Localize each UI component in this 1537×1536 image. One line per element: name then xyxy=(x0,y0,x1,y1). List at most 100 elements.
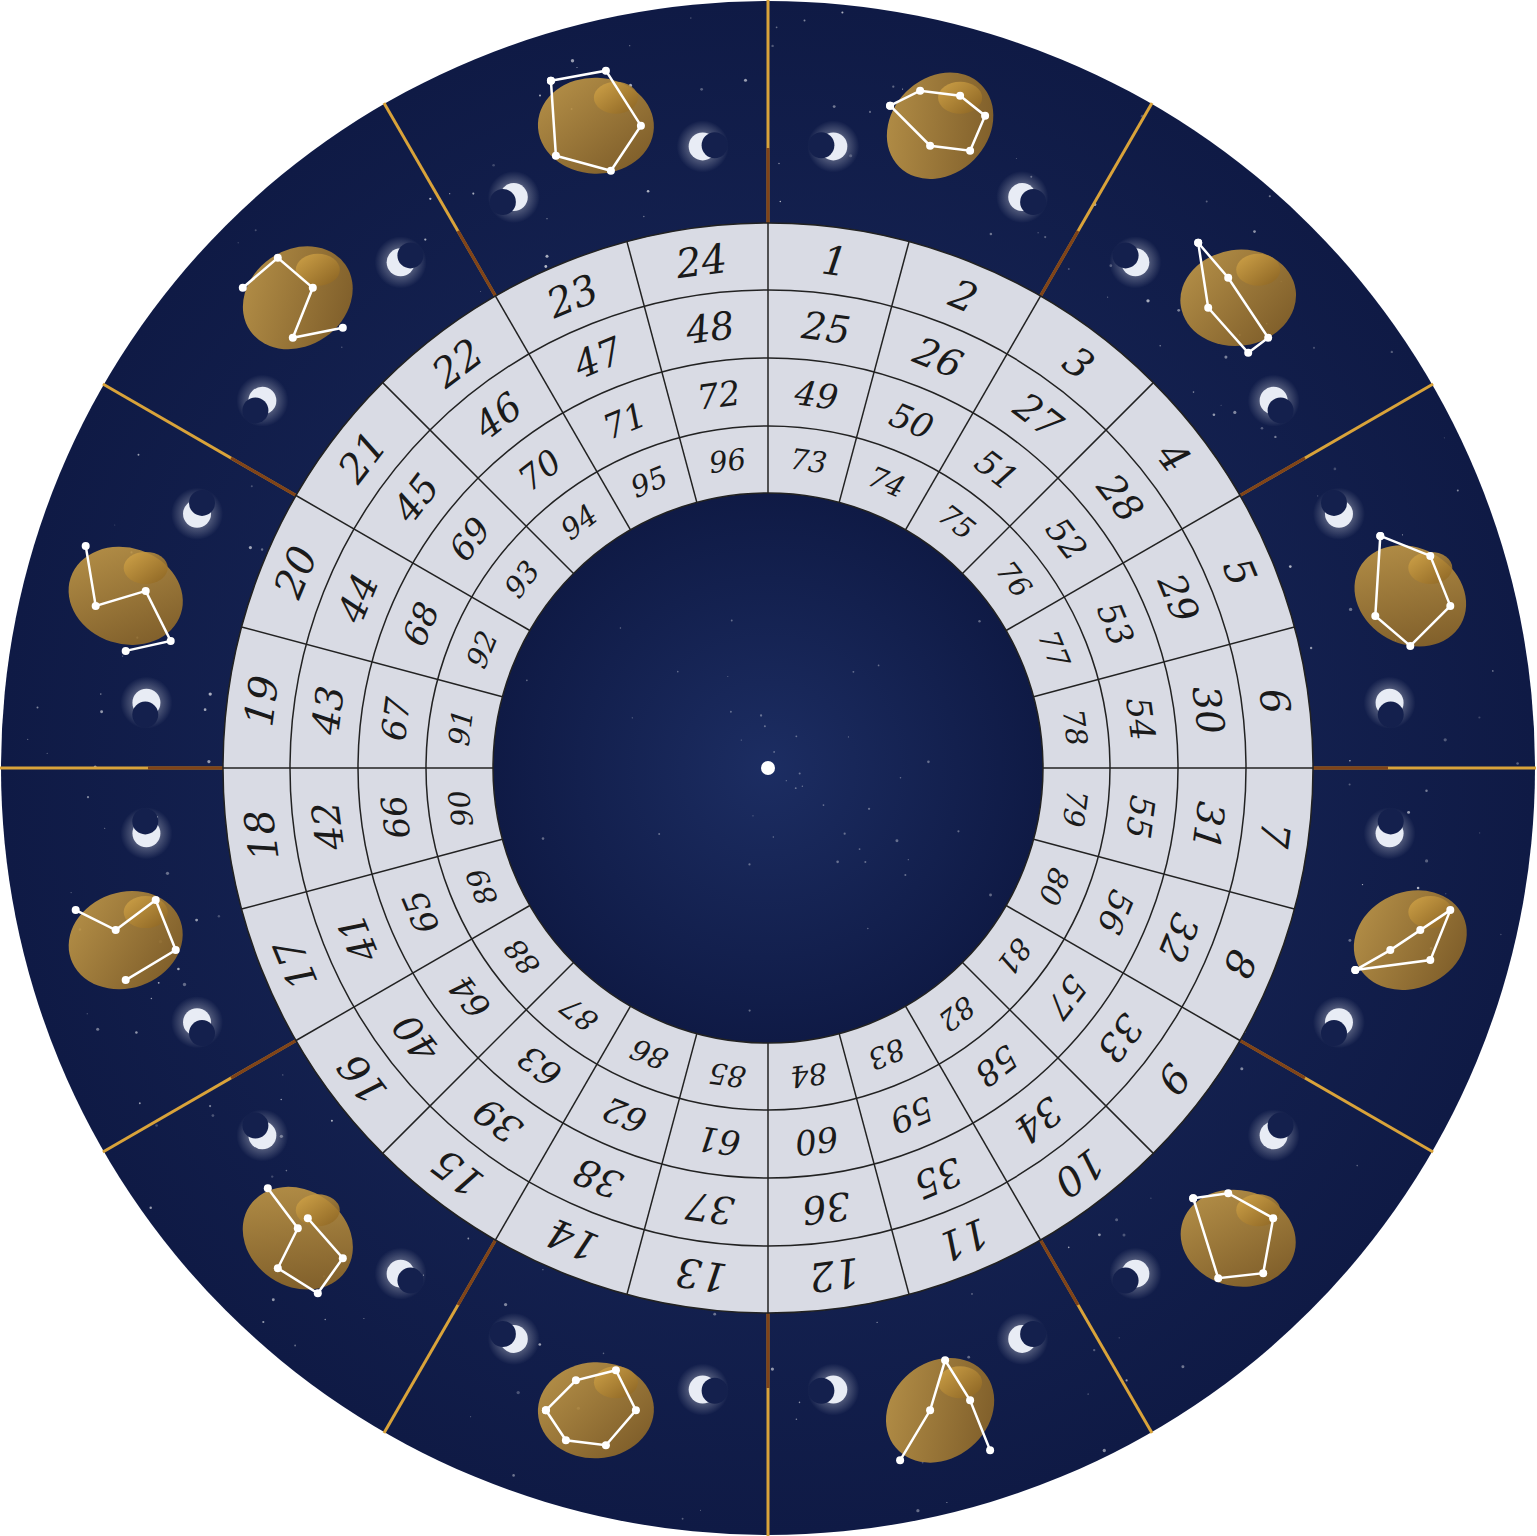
star-dot xyxy=(262,1321,264,1323)
star-dot xyxy=(261,548,263,550)
moon-shadow xyxy=(808,1378,834,1404)
star-dot xyxy=(1177,309,1180,312)
cell-number: 7 xyxy=(1253,819,1296,849)
cell-number: 90 xyxy=(445,788,479,828)
star-dot xyxy=(331,1120,333,1122)
moon-shadow xyxy=(1113,1268,1139,1294)
sector-line xyxy=(0,767,223,770)
cell-number: 79 xyxy=(1058,788,1092,828)
constellation-figure xyxy=(1171,1178,1306,1298)
constellation-star xyxy=(167,637,175,645)
moon-glow xyxy=(171,996,223,1048)
star-dot xyxy=(1224,356,1227,359)
star-dot xyxy=(542,837,545,840)
constellation-star xyxy=(956,92,964,100)
star-dot xyxy=(1107,297,1108,298)
star-dot xyxy=(658,833,660,835)
sector-line xyxy=(1041,103,1153,296)
constellation-star xyxy=(92,602,100,610)
constellation-creature xyxy=(56,532,196,659)
constellation-figure xyxy=(223,225,373,370)
constellation-star xyxy=(602,1441,610,1449)
sector-line-shade xyxy=(1240,1041,1305,1079)
inner-sky xyxy=(493,493,1043,1043)
sector-line xyxy=(1240,384,1433,496)
star-dot xyxy=(603,1353,605,1355)
cell-divider xyxy=(383,962,574,1153)
constellation-star xyxy=(1371,612,1379,620)
star-dot xyxy=(700,1510,701,1511)
star-dot xyxy=(1126,1379,1128,1381)
star-dot xyxy=(1193,391,1195,393)
star-dot xyxy=(363,1318,364,1319)
cell-number: 1 xyxy=(819,240,849,283)
star-dot xyxy=(71,892,72,893)
sector-line xyxy=(767,1313,770,1536)
cell-number: 61 xyxy=(695,1121,742,1160)
constellation-star xyxy=(1446,602,1454,610)
moon-glow xyxy=(236,1109,288,1161)
star-dot xyxy=(978,620,980,622)
cell-divider xyxy=(767,223,769,493)
moon-shadow xyxy=(702,1378,728,1404)
moon-glow xyxy=(375,236,427,288)
constellation-star xyxy=(1259,1269,1267,1277)
constellation-star xyxy=(304,1214,312,1222)
moon-glow xyxy=(375,1248,427,1300)
constellation-star xyxy=(1426,956,1434,964)
cell-number: 48 xyxy=(684,306,737,350)
star-dot xyxy=(87,1013,88,1014)
star-dot xyxy=(1269,195,1271,197)
moon-glow xyxy=(120,807,172,859)
constellation-figure xyxy=(1338,873,1483,1008)
star-dot xyxy=(139,1102,141,1104)
star-dot xyxy=(470,1416,471,1417)
cell-number: 91 xyxy=(445,707,479,747)
constellation-star xyxy=(172,946,180,954)
cell-number: 30 xyxy=(1186,684,1230,737)
constellation-figure xyxy=(535,1359,656,1461)
star-dot xyxy=(727,676,728,677)
star-dot xyxy=(990,233,993,236)
star-dot xyxy=(1349,783,1351,785)
star-dot xyxy=(760,714,762,716)
sector-line xyxy=(103,384,296,496)
star-dot xyxy=(1348,939,1351,942)
star-dot xyxy=(836,861,839,864)
constellation-star xyxy=(1194,239,1202,247)
constellation-creature-part xyxy=(296,1194,340,1226)
constellation-star xyxy=(547,77,555,85)
moon-glow xyxy=(1364,807,1416,859)
sector-line-shade xyxy=(767,148,770,223)
star-dot xyxy=(908,859,909,860)
constellation-star xyxy=(547,77,555,85)
moon-glow xyxy=(488,1313,540,1365)
constellation-star xyxy=(112,926,120,934)
star-dot xyxy=(1425,859,1428,862)
sector-line-shade xyxy=(1313,767,1388,770)
star-dot xyxy=(212,1114,215,1117)
cell-divider xyxy=(962,962,1153,1153)
sector-line xyxy=(103,1041,296,1153)
constellation-star xyxy=(966,147,974,155)
star-dot xyxy=(1103,1449,1106,1452)
star-dot xyxy=(1492,670,1494,672)
star-dot xyxy=(480,291,481,292)
moon-glow xyxy=(120,677,172,729)
moon-glow xyxy=(1248,1109,1300,1161)
star-dot xyxy=(576,67,577,68)
star-dot xyxy=(971,1293,972,1294)
cell-number: 96 xyxy=(707,445,747,479)
star-dot xyxy=(104,828,105,829)
cell-number: 31 xyxy=(1186,800,1230,853)
constellation-star xyxy=(562,1436,570,1444)
star-dot xyxy=(467,1238,469,1240)
star-dot xyxy=(795,787,797,789)
star-dot xyxy=(1407,811,1410,814)
star-dot xyxy=(773,751,775,753)
constellation-creature-part xyxy=(1408,552,1452,584)
star-dot xyxy=(776,26,778,28)
moon-shadow xyxy=(490,189,516,215)
sector-line-shade xyxy=(231,1041,296,1079)
